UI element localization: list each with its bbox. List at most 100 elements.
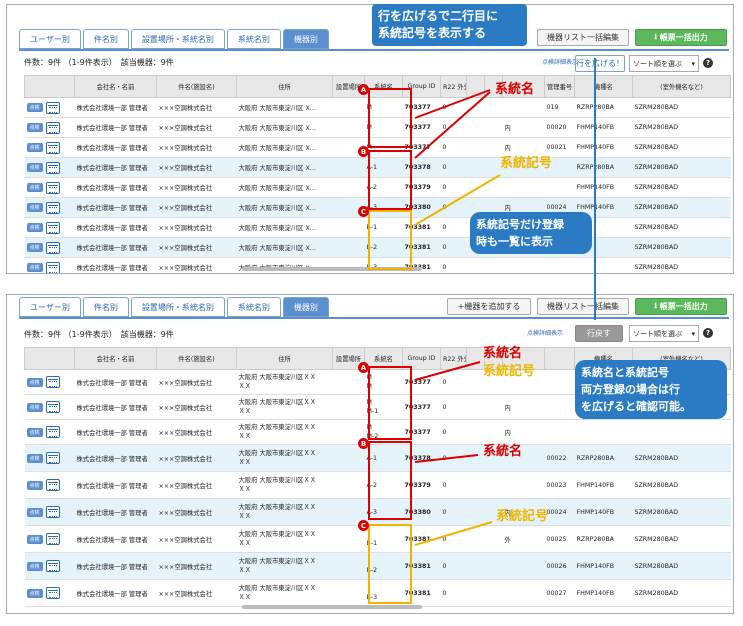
inspect-button[interactable]: 点検 — [26, 427, 43, 437]
device-list-edit-button[interactable]: 機器リスト一括編集 — [537, 298, 629, 315]
inspect-button[interactable]: 点検 — [26, 453, 43, 463]
calendar-icon[interactable] — [45, 401, 60, 413]
cell-r22: 0 — [440, 552, 467, 580]
col-facility[interactable]: 件名(施設名) — [156, 75, 237, 98]
col-blank3 — [502, 347, 545, 370]
inspect-button[interactable]: 点検 — [26, 534, 43, 544]
col-unit[interactable]: (室外機名など) — [632, 75, 731, 98]
calendar-icon[interactable] — [45, 533, 60, 545]
horizontal-scrollbar[interactable] — [242, 605, 422, 609]
badge-c: C — [358, 206, 369, 217]
calendar-icon[interactable] — [45, 587, 60, 599]
cell-unit: SZRM280BAD — [632, 177, 731, 198]
export-button[interactable]: ⭳ 帳票一括出力 — [635, 298, 727, 315]
col-address[interactable]: 住所 — [236, 347, 333, 370]
inspection-detail-link[interactable]: 点検詳細表示 — [527, 330, 564, 337]
col-mgmt[interactable]: 管理番号 — [544, 75, 575, 98]
calendar-icon[interactable] — [45, 452, 60, 464]
inspect-button[interactable]: 点検 — [26, 402, 43, 412]
inspect-button[interactable]: 点検 — [26, 480, 43, 490]
tab-location[interactable]: 設置場所・系統名別 — [130, 297, 225, 317]
inspect-button[interactable]: 点検 — [26, 103, 43, 112]
inspection-detail-link[interactable]: 点検詳細表示 — [542, 59, 579, 66]
col-company[interactable]: 会社名・名前 — [74, 347, 157, 370]
calendar-icon[interactable] — [45, 241, 60, 254]
row-actions: 点検 — [24, 394, 75, 420]
tab-system[interactable]: 系統名別 — [226, 297, 281, 317]
calendar-icon[interactable] — [45, 376, 60, 388]
inspect-button[interactable]: 点検 — [26, 507, 43, 517]
inspect-button[interactable]: 点検 — [26, 163, 43, 172]
tab-user[interactable]: ユーザー別 — [19, 29, 81, 49]
cell-location — [332, 157, 365, 178]
col-model[interactable]: 機種名 — [574, 75, 633, 98]
inspect-button[interactable]: 点検 — [26, 588, 43, 598]
inspect-button[interactable]: 点検 — [26, 203, 43, 212]
sort-select[interactable]: ソート順を選ぶ▾ — [629, 55, 699, 72]
calendar-icon[interactable] — [45, 121, 60, 134]
tab-device[interactable]: 機器別 — [282, 297, 329, 317]
calendar-icon[interactable] — [45, 101, 60, 114]
inspect-button[interactable]: 点検 — [26, 143, 43, 152]
shrink-rows-button[interactable]: 行戻す — [575, 325, 623, 342]
callout-right: 系統名と系統記号 両方登録の場合は行 を広げると確認可能。 — [575, 360, 727, 419]
calendar-icon[interactable] — [45, 261, 60, 273]
export-button[interactable]: ⭳ 帳票一括出力 — [635, 29, 727, 46]
badge-a2: A — [358, 362, 369, 373]
col-r22[interactable]: R22 外分 — [440, 75, 467, 98]
cell-unit: SZRM280BAD — [632, 137, 731, 158]
tab-system[interactable]: 系統名別 — [226, 29, 281, 49]
col-r22[interactable]: R22 外分 — [440, 347, 467, 370]
calendar-icon[interactable] — [45, 560, 60, 572]
cell-company: 株式会社環境一部 管理者 — [74, 444, 157, 472]
inspect-button[interactable]: 点検 — [26, 263, 43, 272]
tab-user[interactable]: ユーザー別 — [19, 297, 81, 317]
help-icon[interactable]: ? — [703, 58, 713, 68]
inspect-button[interactable]: 点検 — [26, 561, 43, 571]
tab-subject[interactable]: 件名別 — [82, 297, 129, 317]
tab-location[interactable]: 設置場所・系統名別 — [130, 29, 225, 49]
inspect-button[interactable]: 点検 — [26, 183, 43, 192]
col-location[interactable]: 設置場所 — [332, 347, 365, 370]
sort-select[interactable]: ソート順を選ぶ▾ — [629, 325, 699, 342]
help-icon[interactable]: ? — [703, 328, 713, 338]
col-company[interactable]: 会社名・名前 — [74, 75, 157, 98]
calendar-icon[interactable] — [45, 161, 60, 174]
inspect-button[interactable]: 点検 — [26, 123, 43, 132]
row-actions: 点検 — [24, 257, 75, 273]
cell-location — [332, 471, 365, 499]
col-address[interactable]: 住所 — [236, 75, 333, 98]
add-device-button[interactable]: +機器を追加する — [447, 298, 531, 315]
calendar-icon[interactable] — [45, 506, 60, 518]
tab-device[interactable]: 機器別 — [282, 29, 329, 49]
calendar-icon[interactable] — [45, 479, 60, 491]
cell-location — [332, 552, 365, 580]
col-facility[interactable]: 件名(施設名) — [156, 347, 237, 370]
inspect-button[interactable]: 点検 — [26, 377, 43, 387]
calendar-icon[interactable] — [45, 141, 60, 154]
cell-address: 大阪府 大阪市東淀川区 X… — [236, 237, 333, 258]
horizontal-scrollbar[interactable] — [242, 267, 422, 271]
device-list-edit-button[interactable]: 機器リスト一括編集 — [537, 29, 629, 46]
col-system[interactable]: 系統名 — [364, 347, 403, 370]
cell-company: 株式会社環境一部 管理者 — [74, 157, 157, 178]
cell-facility: ×××空調株式会社 — [156, 177, 237, 198]
inspect-button[interactable]: 点検 — [26, 243, 43, 252]
calendar-icon[interactable] — [45, 426, 60, 438]
calendar-icon[interactable] — [45, 221, 60, 234]
calendar-icon[interactable] — [45, 181, 60, 194]
cell-inout: 内 — [502, 137, 545, 158]
cell-inout: 内 — [502, 117, 545, 138]
cell-address: 大阪府 大阪市東淀川区 X… — [236, 217, 333, 238]
tab-subject[interactable]: 件名別 — [82, 29, 129, 49]
calendar-icon[interactable] — [45, 201, 60, 214]
col-location[interactable]: 設置場所 — [332, 75, 365, 98]
expand-rows-button[interactable]: 行を広げる！ — [575, 55, 625, 72]
cell-model — [574, 257, 633, 273]
inspect-button[interactable]: 点検 — [26, 223, 43, 232]
